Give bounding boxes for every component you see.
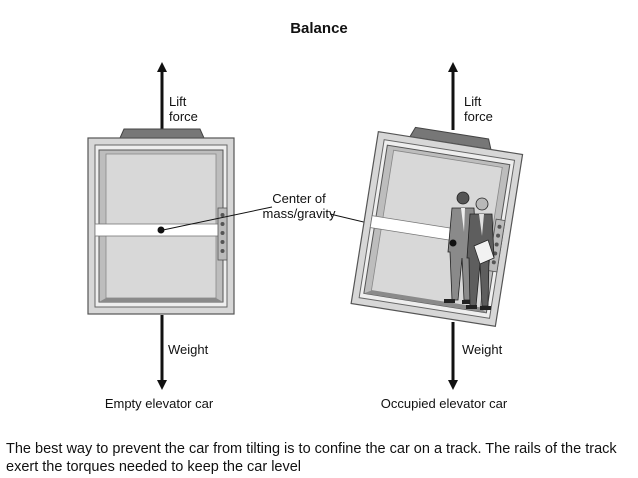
center-of-mass-label: Center of [272, 191, 326, 206]
occupied-car-caption: Occupied elevator car [381, 396, 508, 411]
control-panel [217, 207, 228, 261]
passenger-figure [466, 197, 495, 310]
car-top-cap [119, 128, 205, 139]
description-text: The best way to prevent the car from til… [6, 441, 617, 475]
lift-force-label: Lift [464, 94, 482, 109]
occupied-elevator-diagram: Lift force [350, 62, 524, 411]
center-of-mass-dot [157, 226, 165, 234]
empty-car-caption: Empty elevator car [105, 396, 214, 411]
diagram-title: Balance [290, 20, 348, 37]
center-of-mass-label: mass/gravity [263, 206, 336, 221]
passengers [444, 191, 495, 310]
occupied-elevator-car [350, 126, 524, 328]
center-of-mass-dot [449, 239, 457, 247]
weight-label: Weight [462, 342, 503, 357]
lift-force-label: force [169, 109, 198, 124]
lift-force-label: Lift [169, 94, 187, 109]
empty-elevator-diagram: Lift force W [87, 62, 235, 411]
center-of-mass-pointer [162, 206, 273, 231]
weight-label: Weight [168, 342, 209, 357]
lift-force-label: force [464, 109, 493, 124]
empty-elevator-car [87, 137, 235, 315]
